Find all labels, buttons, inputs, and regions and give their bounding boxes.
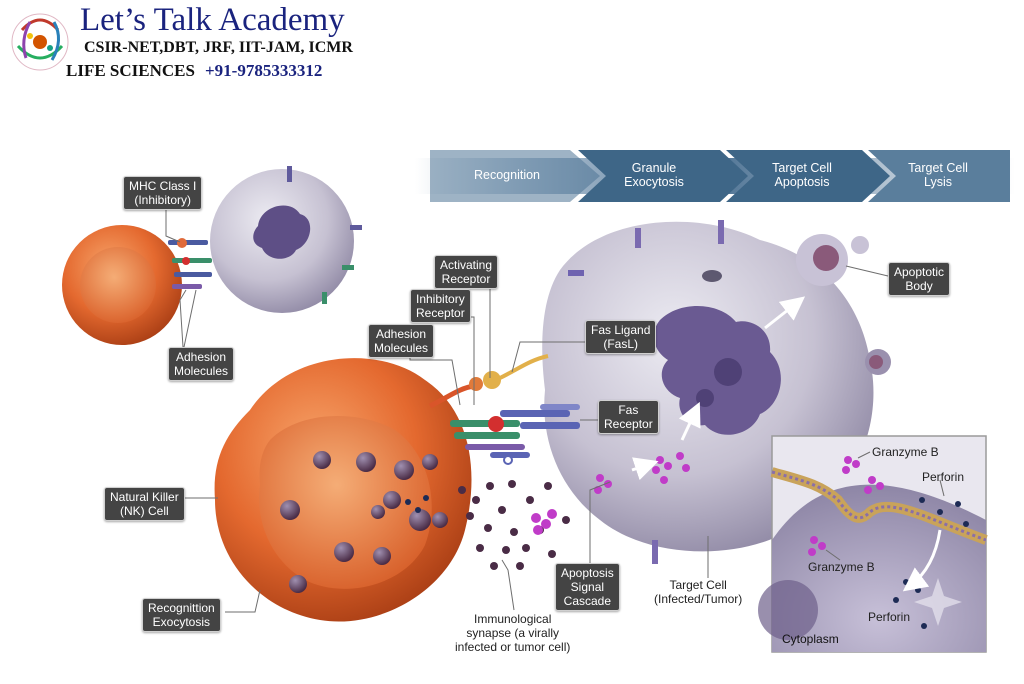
label-recognition-exocytosis: Recognittion Exocytosis <box>142 598 221 632</box>
label-fas-receptor: Fas Receptor <box>598 400 659 434</box>
academy-logo-icon <box>11 13 69 71</box>
synapse-receptors-icon <box>428 354 580 465</box>
nk-cell-icon <box>214 358 472 622</box>
inset-label-perforin-top: Perforin <box>922 470 965 484</box>
step-granule-exocytosis: Granule Exocytosis <box>624 161 684 189</box>
label-adhesion-molecules: Adhesion Molecules <box>368 324 435 358</box>
label-apoptotic-body: Apoptotic Body <box>888 262 951 296</box>
step-target-cell-lysis: Target Cell Lysis <box>908 161 968 189</box>
inset-label-granzyme-b-bottom: Granzyme B <box>808 560 875 574</box>
label-adhesion-molecules-top: Adhesion Molecules <box>168 347 235 381</box>
label-mhc-class-i: MHC Class I (Inhibitory) <box>123 176 203 210</box>
label-inhibitory-receptor: Inhibitory Receptor <box>410 289 471 323</box>
small-target-cell-icon <box>210 166 362 313</box>
process-band <box>415 150 1015 202</box>
inset-panel <box>758 435 988 653</box>
inset-label-cytoplasm: Cytoplasm <box>782 632 839 646</box>
inset-label-granzyme-b-top: Granzyme B <box>872 445 939 459</box>
label-nk-cell: Natural Killer (NK) Cell <box>104 487 185 521</box>
label-fas-ligand: Fas Ligand (FasL) <box>585 320 657 354</box>
brand-exams: CSIR-NET,DBT, JRF, IIT-JAM, ICMR <box>84 39 353 56</box>
granule-stream-icon <box>405 480 570 570</box>
inset-label-perforin-bottom: Perforin <box>868 610 911 624</box>
brand-line: LIFE SCIENCES +91-9785333312 <box>66 61 322 81</box>
step-recognition: Recognition <box>473 168 540 182</box>
brand-title: Let’s Talk Academy <box>80 2 345 38</box>
brand-subject: LIFE SCIENCES <box>66 61 195 80</box>
label-target-cell: Target Cell (Infected/Tumor) <box>654 578 743 606</box>
small-nk-cell-icon <box>62 225 212 345</box>
step-target-cell-apoptosis: Target Cell Apoptosis <box>772 161 832 189</box>
label-activating-receptor: Activating Receptor <box>434 255 499 289</box>
brand-phone: +91-9785333312 <box>204 61 323 80</box>
label-immunological-synapse: Immunological synapse (a virally infecte… <box>455 612 571 654</box>
label-apoptosis-signal-cascade: Apoptosis Signal Cascade <box>555 563 620 611</box>
